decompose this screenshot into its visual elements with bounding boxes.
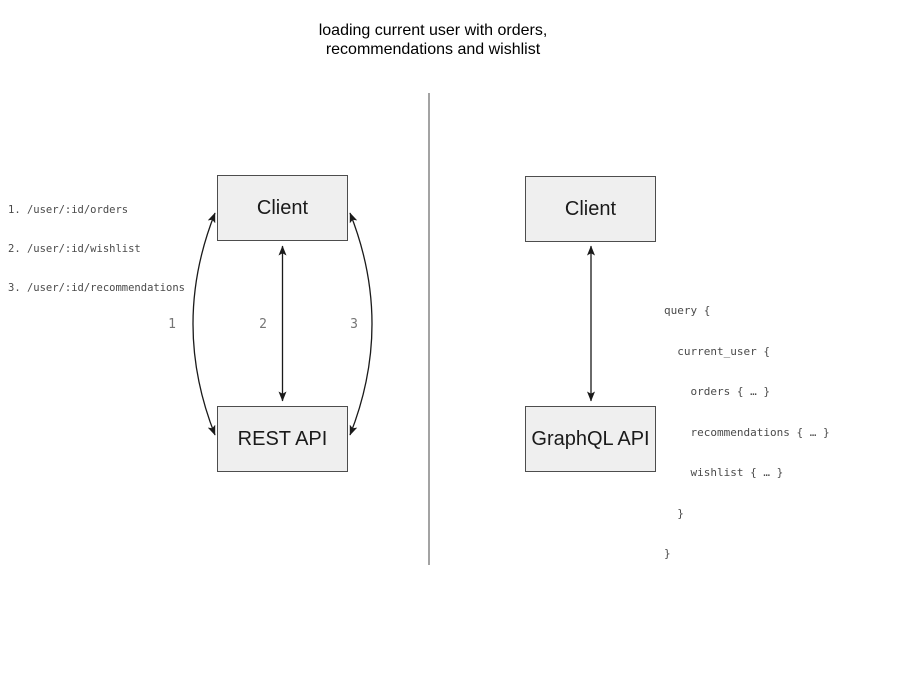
arrow-label-2: 2 bbox=[259, 317, 267, 332]
query-line: } bbox=[664, 547, 671, 560]
diagram-title: loading current user with orders, recomm… bbox=[183, 21, 683, 59]
query-line: recommendations { … } bbox=[664, 425, 830, 439]
query-line: wishlist { … } bbox=[664, 466, 784, 479]
rest-client-box: Client bbox=[217, 175, 348, 241]
graphql-client-box: Client bbox=[525, 176, 656, 242]
diagram-title-line2: recommendations and wishlist bbox=[325, 41, 541, 58]
query-line: } bbox=[664, 506, 684, 520]
rest-arrow-1-curve bbox=[192, 212, 216, 436]
rest-endpoint-wishlist: 2. /user/:id/wishlist bbox=[8, 243, 141, 255]
arrow-label-3: 3 bbox=[350, 317, 358, 332]
query-line: orders { … } bbox=[664, 385, 770, 398]
arrow-label-1: 1 bbox=[168, 317, 176, 332]
rest-api-label: REST API bbox=[237, 427, 328, 450]
query-line: current_user { bbox=[664, 344, 770, 358]
rest-api-box: REST API bbox=[217, 406, 348, 472]
query-line: query { bbox=[664, 304, 711, 317]
graphql-query-block: query { current_user { orders { … } reco… bbox=[664, 277, 830, 588]
rest-arrow-3-curve bbox=[349, 212, 373, 436]
diagram-title-line1: loading current user with orders, bbox=[318, 22, 548, 39]
graphql-api-label: GraphQL API bbox=[531, 427, 650, 450]
graphql-api-box: GraphQL API bbox=[525, 406, 656, 472]
rest-endpoint-list: 1. /user/:id/orders 2. /user/:id/wishlis… bbox=[8, 178, 185, 321]
graphql-client-label: Client bbox=[564, 197, 617, 220]
rest-client-label: Client bbox=[256, 196, 309, 219]
rest-endpoint-orders: 1. /user/:id/orders bbox=[8, 204, 129, 216]
rest-endpoint-recommendations: 3. /user/:id/recommendations bbox=[8, 282, 186, 294]
